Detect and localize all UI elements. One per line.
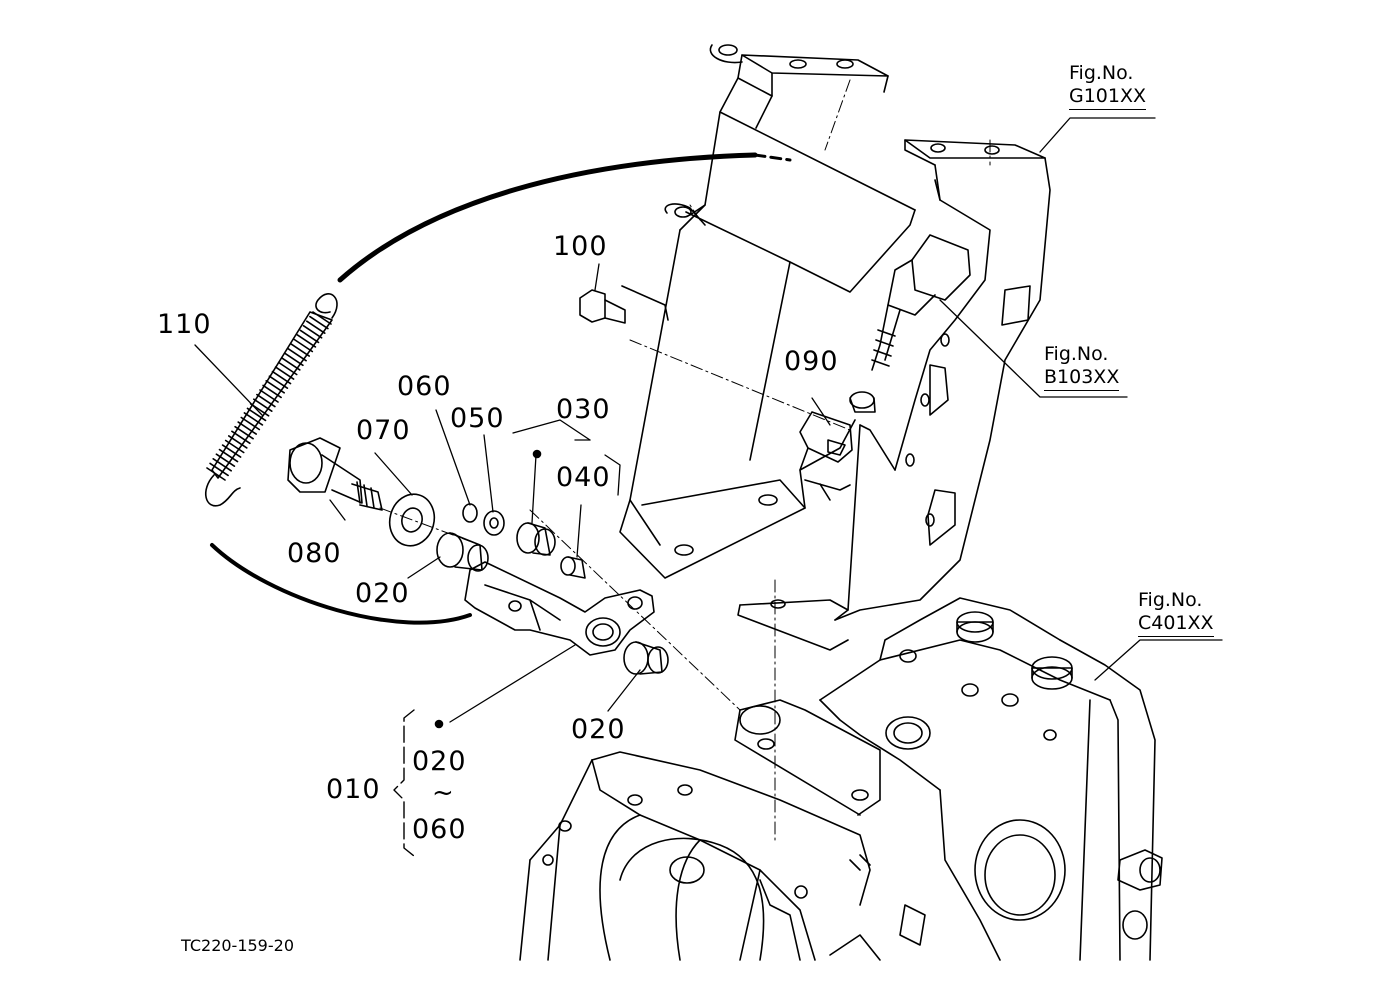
fig-ref-c401xx: Fig.No. C401XX (1138, 589, 1214, 637)
switch-assembly (799, 234, 971, 501)
part-label-050: 050 (450, 403, 505, 434)
spring-path-lower (210, 543, 472, 625)
bushing-020-upper (436, 532, 489, 572)
group-label-020: 020 (412, 746, 467, 777)
washer-070 (388, 493, 436, 547)
bolt-100 (579, 285, 669, 324)
pin-040 (560, 556, 586, 579)
bushing-020-lower (623, 641, 669, 675)
drawing-id: TC220-159-20 (181, 936, 294, 955)
upper-bracket (619, 44, 916, 579)
fig-ref-b103xx: Fig.No. B103XX (1044, 343, 1120, 391)
fig-ref-number: B103XX (1044, 366, 1120, 391)
part-label-060: 060 (397, 371, 452, 402)
part-label-020-lower: 020 (571, 714, 626, 745)
part-label-080: 080 (287, 538, 342, 569)
part-label-040: 040 (556, 462, 611, 493)
fig-ref-number: C401XX (1138, 612, 1214, 637)
fig-ref-title: Fig.No. (1044, 343, 1109, 365)
fig-ref-title: Fig.No. (1138, 589, 1203, 611)
part-label-010: 010 (326, 774, 381, 805)
fig-ref-title: Fig.No. (1069, 62, 1134, 84)
part-label-030: 030 (556, 394, 611, 425)
spring-110 (204, 293, 338, 507)
part-label-090: 090 (784, 346, 839, 377)
fig-ref-g101xx: Fig.No. G101XX (1069, 62, 1147, 110)
group-range-symbol: ~ (432, 778, 454, 808)
group-bracket (393, 709, 415, 857)
transmission-case (519, 597, 1163, 961)
washer-050 (483, 510, 505, 536)
group-label-060: 060 (412, 814, 467, 845)
lever-010 (464, 561, 655, 656)
part-label-070: 070 (356, 415, 411, 446)
part-label-100: 100 (553, 231, 608, 262)
snap-ring-060 (462, 503, 478, 523)
part-label-110: 110 (157, 309, 212, 340)
spring-path-upper (337, 152, 758, 283)
collar-030 (516, 522, 556, 556)
part-label-020-upper: 020 (355, 578, 410, 609)
bolt-080 (287, 437, 383, 511)
fig-ref-number: G101XX (1069, 85, 1147, 110)
right-bracket (737, 139, 1051, 651)
